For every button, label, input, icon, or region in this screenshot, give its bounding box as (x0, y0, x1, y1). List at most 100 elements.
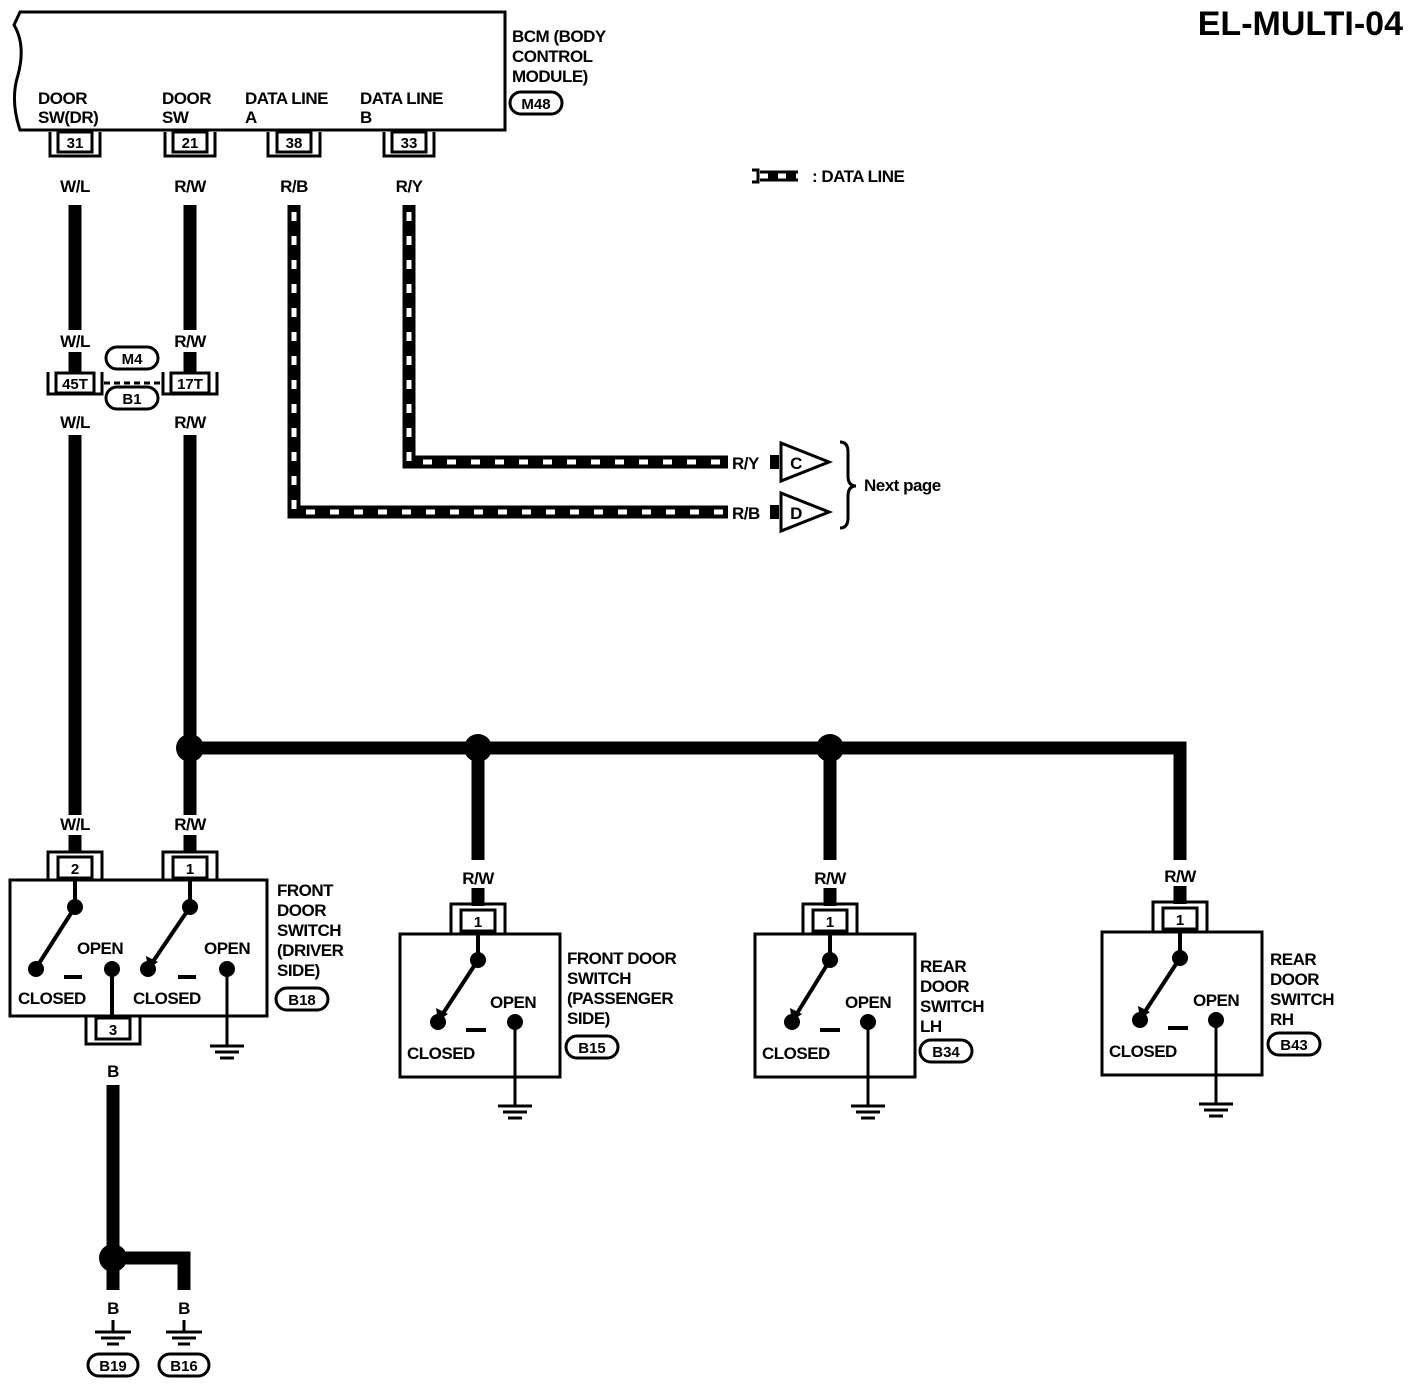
switch-rear-door-rh: R/W 1 OPEN CLOSED REAR DOOR SWITCH RH B4… (1100, 867, 1335, 1118)
switch-arm (794, 958, 832, 1017)
switch-name-line: RH (1270, 1010, 1294, 1029)
driver-switch-name: FRONT DOOR SWITCH (DRIVER SIDE) (277, 881, 344, 980)
switch-name-line: SWITCH (277, 921, 341, 940)
joint-connector-badge-lower (104, 385, 160, 411)
offpage-terminal (770, 455, 779, 469)
pin-number: 38 (286, 135, 303, 152)
switch-front-door-passenger: R/W 1 OPEN CLOSED FRONT DOOR SWITCH (PAS… (398, 869, 677, 1120)
bcm-connector-label: M48 (521, 96, 550, 113)
connector-label: B18 (288, 992, 316, 1009)
switch-contact-closed (28, 961, 44, 977)
splice-dot (99, 1244, 127, 1272)
open-label: OPEN (1193, 991, 1239, 1010)
wire-label: R/W (174, 332, 207, 351)
closed-label: CLOSED (1109, 1042, 1177, 1061)
switch-name-line: REAR (1270, 950, 1316, 969)
terminal-label-door-sw: DOOR (162, 89, 211, 108)
switch-name-line: FRONT (277, 881, 334, 900)
terminal-label-data-line-b: B (360, 108, 372, 127)
rw-bus (190, 741, 1187, 860)
driver-switch-pin-1: 1 (161, 850, 219, 880)
switch-name-line: SWITCH (1270, 990, 1334, 1009)
closed-label: CLOSED (407, 1044, 475, 1063)
bcm-pin-38: 38 (266, 130, 322, 158)
data-line-legend: : DATA LINE (752, 167, 905, 186)
legend-label: : DATA LINE (812, 167, 905, 186)
wire-b-branch (113, 1251, 191, 1290)
splice-dot (816, 734, 844, 762)
joint-pin-45t: 45T (46, 371, 104, 396)
pin-number: 45T (62, 376, 88, 393)
closed-label: CLOSED (18, 989, 86, 1008)
pin-number: 1 (826, 914, 834, 931)
driver-switch-pin-3: 3 (84, 1016, 142, 1046)
switch-contact-closed (784, 1014, 800, 1030)
open-label: OPEN (77, 939, 123, 958)
terminal-label-data-line-a: A (245, 108, 257, 127)
offpage-letter: C (790, 454, 802, 473)
offpage-letter: D (790, 504, 802, 523)
offpage-terminal (770, 505, 779, 519)
switch-contact-closed (430, 1014, 446, 1030)
bcm-name-line: MODULE) (512, 67, 588, 86)
connector-label: B43 (1280, 1037, 1308, 1054)
switch-name-line: REAR (920, 957, 966, 976)
wire-label: B (107, 1062, 119, 1081)
pin-number: 1 (474, 914, 482, 931)
switch-connector-badge (1266, 1031, 1322, 1057)
open-label: OPEN (204, 939, 250, 958)
switch-name-line: LH (920, 1017, 942, 1036)
switch-contact-closed (1132, 1012, 1148, 1028)
splice-dot (464, 734, 492, 762)
wire-label: R/W (174, 177, 207, 196)
pin-number: 1 (1176, 912, 1184, 929)
wire-label: R/W (1164, 867, 1197, 886)
pin-number: 1 (186, 861, 194, 878)
wire-label: B (107, 1299, 119, 1318)
bcm-pin-33: 33 (382, 130, 436, 158)
pin-number: 3 (109, 1022, 117, 1039)
wire-label: W/L (60, 177, 90, 196)
data-line-b (402, 205, 728, 469)
bcm-name-line: BCM (BODY (512, 27, 607, 46)
offpage-wire-label: R/Y (732, 454, 760, 473)
bcm-pin-31: 31 (48, 130, 102, 158)
ground-icon (498, 1104, 532, 1120)
terminal-label-door-sw-dr: SW(DR) (38, 108, 98, 127)
pin-number: 17T (177, 376, 203, 393)
page-title: EL-MULTI-04 (1198, 5, 1403, 43)
switch-name-line: (DRIVER (277, 941, 344, 960)
driver-switch-connector-badge (274, 986, 330, 1012)
open-label: OPEN (490, 993, 536, 1012)
closed-label: CLOSED (133, 989, 201, 1008)
ground-icon (166, 1330, 202, 1346)
switch-name-line: SIDE) (277, 961, 320, 980)
joint-pin-17t: 17T (161, 371, 219, 396)
wire-label: R/W (174, 815, 207, 834)
open-label: OPEN (845, 993, 891, 1012)
wire-label: R/W (174, 413, 207, 432)
switch-arm (150, 905, 192, 965)
connector-label: B34 (932, 1044, 960, 1061)
switch-name-line: SWITCH (567, 969, 631, 988)
joint-connector-badge-upper (104, 345, 160, 371)
joint-connector-label: M4 (122, 351, 143, 368)
connector-label: B19 (99, 1358, 127, 1375)
wire-label: R/W (462, 869, 495, 888)
switch-connector-badge (918, 1038, 974, 1064)
ground-icon (851, 1104, 885, 1120)
data-line-a (287, 205, 728, 519)
bcm-pin-21: 21 (163, 130, 217, 158)
terminal-label-door-sw-dr: DOOR (38, 89, 87, 108)
switch-name-line: DOOR (1270, 970, 1319, 989)
bcm-name-line: CONTROL (512, 47, 593, 66)
connector-label: B16 (170, 1358, 198, 1375)
switch-connector-badge (564, 1034, 620, 1060)
switch-name-line: DOOR (920, 977, 969, 996)
offpage-arrow-d (779, 490, 834, 534)
ground-connector-badge (157, 1352, 211, 1378)
terminal-label-data-line-a: DATA LINE (245, 89, 328, 108)
wire-label: W/L (60, 815, 90, 834)
pin-number: 2 (71, 861, 79, 878)
